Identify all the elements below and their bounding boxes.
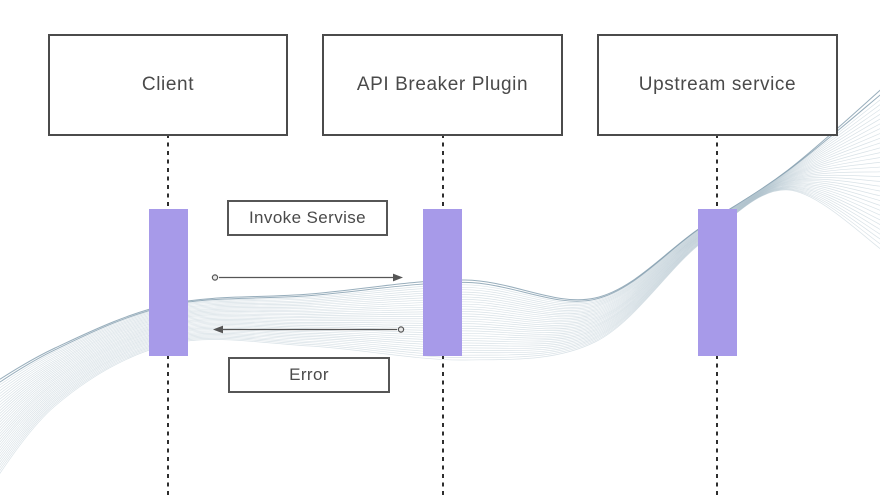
actor-box-upstream-service: Upstream service (597, 34, 838, 136)
arrow-error (213, 325, 405, 334)
arrow-invoke-service (211, 273, 403, 282)
message-label-error: Error (228, 357, 390, 393)
actor-label-client: Client (141, 74, 195, 95)
activation-bar-upstream-service (698, 209, 737, 356)
activation-bar-api-breaker-plugin (423, 209, 462, 356)
message-text-error: Error (289, 365, 329, 384)
activation-bar-client (149, 209, 188, 356)
message-label-invoke-service: Invoke Servise (227, 200, 388, 236)
actor-label-api-breaker-plugin: API Breaker Plugin (356, 74, 529, 95)
actor-label-upstream-service: Upstream service (638, 74, 797, 95)
actor-box-client: Client (48, 34, 288, 136)
message-text-invoke-service: Invoke Servise (248, 208, 367, 227)
actor-box-api-breaker-plugin: API Breaker Plugin (322, 34, 563, 136)
